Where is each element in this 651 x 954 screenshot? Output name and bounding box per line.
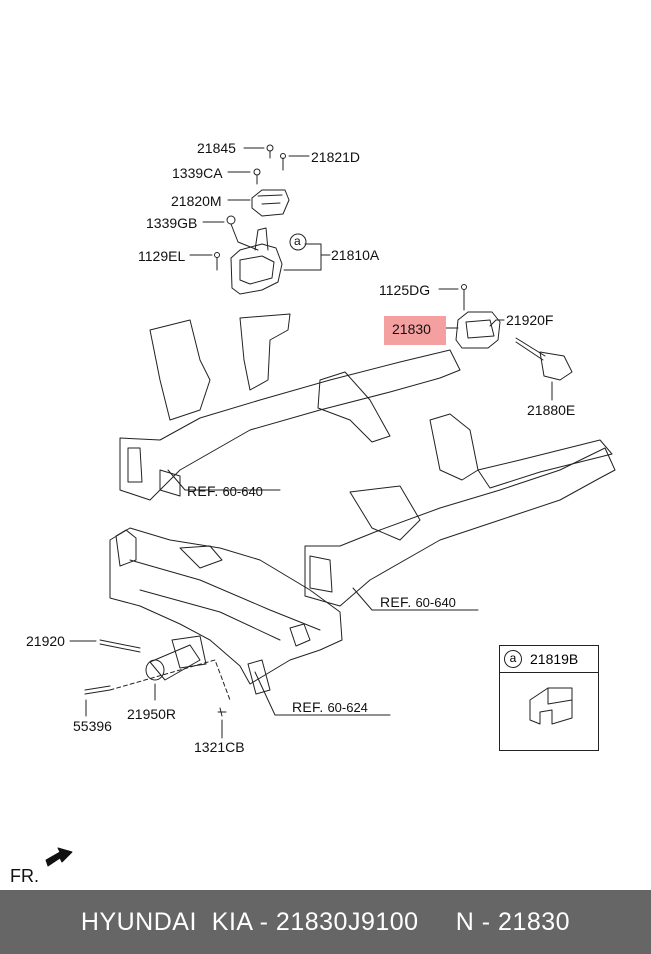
part-label-1321cb: 1321CB — [194, 739, 245, 755]
part-label-21950r: 21950R — [127, 706, 177, 722]
subframe-drawing — [109, 527, 343, 695]
footer-part-number: HYUNDAI KIA - 21830J9100 N - 21830 — [80, 908, 571, 936]
highlighted-part-box — [384, 316, 446, 345]
front-arrow-icon — [45, 847, 73, 867]
ref-label-60-624: REF. 60-624 — [292, 699, 368, 716]
ref-number: 60-640 — [222, 484, 263, 499]
part-label-21920: 21920 — [26, 633, 65, 649]
ref-number: 60-640 — [415, 595, 456, 610]
exploded-parts-diagram — [45, 144, 616, 867]
part-label-1129el: 1129EL — [138, 248, 186, 264]
inset-marker-circle: a — [504, 650, 522, 668]
ref-label-60-640-lower: REF. 60-640 — [380, 594, 456, 611]
footer-bar: HYUNDAI KIA - 21830J9100 N - 21830 — [0, 890, 651, 954]
inset-header: a 21819B — [500, 646, 598, 673]
inset-bracket-drawing — [529, 687, 573, 725]
part-label-1339gb: 1339GB — [146, 215, 198, 231]
callout-a-marker: a — [294, 234, 301, 248]
rear-roll-mount-drawing — [84, 635, 227, 717]
ref-prefix: REF. — [292, 699, 324, 715]
part-label-21810a: 21810A — [331, 247, 380, 263]
inset-part-code: 21819B — [530, 651, 579, 667]
chassis-frame-upper-drawing — [119, 313, 461, 501]
ref-label-60-640-upper: REF. 60-640 — [187, 483, 263, 500]
front-indicator-label: FR. — [10, 866, 39, 886]
part-label-21920f: 21920F — [506, 312, 554, 328]
ref-prefix: REF. — [187, 483, 219, 499]
ref-number: 60-624 — [327, 700, 368, 715]
upper-mount-bracket-drawing — [214, 144, 290, 295]
part-label-1339ca: 1339CA — [172, 165, 223, 181]
part-label-21830-highlighted: 21830 — [392, 321, 431, 337]
transmission-mount-drawing — [455, 284, 573, 381]
part-label-1125dg: 1125DG — [379, 282, 431, 298]
ref-prefix: REF. — [380, 594, 412, 610]
part-label-21845: 21845 — [197, 140, 236, 156]
part-label-21880e: 21880E — [527, 402, 576, 418]
part-label-21820m: 21820M — [171, 193, 222, 209]
inset-detail-box: a 21819B — [499, 645, 599, 751]
part-label-21821d: 21821D — [311, 149, 361, 165]
part-label-55396: 55396 — [73, 718, 112, 734]
chassis-frame-lower-drawing — [304, 413, 616, 607]
